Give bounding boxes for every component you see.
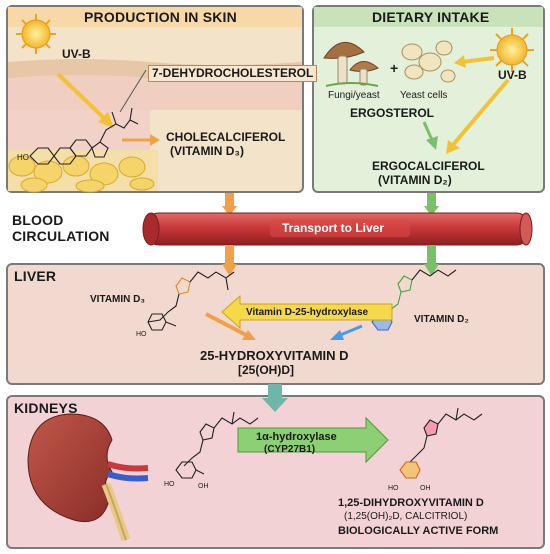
hydroxylase-arrow <box>221 294 393 330</box>
ho-label-skin: HO <box>17 153 29 162</box>
arrow-blood-to-liver-right <box>424 245 439 276</box>
alpha-hydroxylase-label: 1α-hydroxylase <box>256 431 337 443</box>
liver-vitamin-d3-label: VITAMIN D₃ <box>90 294 145 305</box>
arrow-skin-to-blood <box>222 193 237 216</box>
diet-uvb-label: UV-B <box>498 68 527 82</box>
hydroxylase-label: Vitamin D-25-hydroxylase <box>246 307 369 318</box>
kidney-icon <box>27 413 149 542</box>
ho-label-d3: HO <box>136 331 147 338</box>
arrow-to-cholecalciferol <box>122 134 160 146</box>
sun-left-icon <box>16 14 56 54</box>
arrow-blood-to-liver-left <box>222 245 237 276</box>
calcidiol-abbrev: [25(OH)D] <box>238 363 294 377</box>
diet-title: DIETARY INTAKE <box>372 9 490 25</box>
oh-label-sub: OH <box>198 483 209 490</box>
arrow-liver-to-kidney <box>262 384 288 412</box>
calcitriol-formula: (1,25(OH)₂D, CALCITRIOL) <box>344 511 468 522</box>
ergocalciferol-label: ERGOCALCIFEROL <box>372 159 485 173</box>
skin-header-band <box>8 7 302 27</box>
vitamin-d3-structure <box>147 271 235 331</box>
skin-uvb-label: UV-B <box>62 47 91 61</box>
mushroom-icon <box>323 42 379 87</box>
blood-vessel <box>142 212 533 246</box>
calcidiol-label: 25-HYDROXYVITAMIN D <box>200 348 349 363</box>
liver-title: LIVER <box>14 268 57 284</box>
kidneys-title: KIDNEYS <box>14 400 78 416</box>
fat-cells <box>8 155 155 193</box>
uvb-arrow-diet <box>454 55 495 68</box>
arrow-diet-to-blood <box>424 193 439 216</box>
dehydrocholesterol-structure <box>29 107 139 165</box>
oh-label-prod: OH <box>420 485 431 492</box>
yeast-cells-icon <box>401 40 456 83</box>
arrow-d3-to-product <box>205 312 256 340</box>
blood-label-line1: BLOOD <box>12 212 64 228</box>
plus-sign: + <box>390 60 398 76</box>
alpha-hydroxylase-arrow <box>237 416 389 464</box>
calcitriol-structure <box>399 407 483 479</box>
arrow-d2-to-product <box>330 324 363 340</box>
ergosterol-label: ERGOSTEROL <box>350 106 435 120</box>
fungi-label: Fungi/yeast <box>328 90 380 101</box>
uvb-arrow-diet-down <box>446 78 510 154</box>
blood-label-line2: CIRCULATION <box>12 228 110 244</box>
sun-right-icon <box>490 28 534 72</box>
active-form-label: BIOLOGICALLY ACTIVE FORM <box>338 525 499 537</box>
vessel-label: Transport to Liver <box>282 221 385 235</box>
skin-title: PRODUCTION IN SKIN <box>84 9 237 25</box>
cyp27b1-label: (CYP27B1) <box>264 444 316 455</box>
ho-label-sub: HO <box>164 481 175 488</box>
ho-label-prod: HO <box>388 485 399 492</box>
calcitriol-label: 1,25-DIHYDROXYVITAMIN D <box>338 497 484 509</box>
cholecalciferol-label: CHOLECALCIFEROL <box>166 130 286 144</box>
vitamin-d3-label: (VITAMIN D₃) <box>170 144 244 158</box>
vitamin-d2-label: (VITAMIN D₂) <box>378 173 452 187</box>
substrate-structure <box>175 411 259 479</box>
liver-vitamin-d2-label: VITAMIN D₂ <box>414 314 469 325</box>
arrow-ergosterol-down <box>422 121 438 150</box>
uvb-arrow-skin <box>56 72 114 128</box>
dehydrocholesterol-label: 7-DEHYDROCHOLESTEROL <box>148 65 318 82</box>
diet-header-band <box>314 7 543 27</box>
yeast-label: Yeast cells <box>400 90 448 101</box>
dhc-leader-line <box>119 69 147 113</box>
